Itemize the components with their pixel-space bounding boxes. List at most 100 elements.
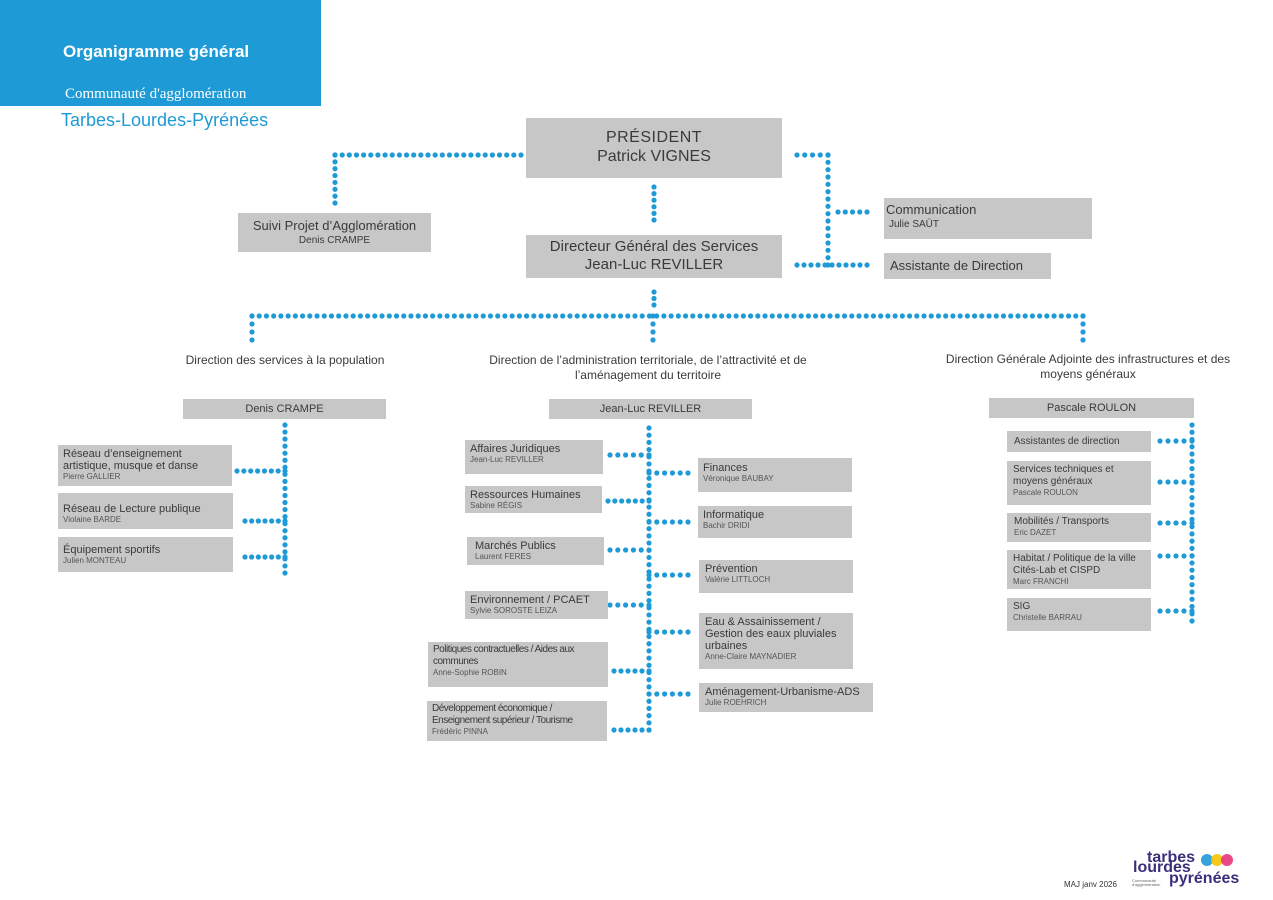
connector-dot — [650, 313, 656, 319]
connector-dot — [607, 547, 613, 553]
connector-dot — [825, 181, 831, 187]
connector-dot — [623, 547, 629, 553]
connector-dot — [638, 602, 644, 608]
connector-dot — [646, 540, 652, 546]
connector-dot — [1157, 438, 1163, 444]
connector-dot — [574, 313, 580, 319]
connector-dot — [668, 313, 674, 319]
connector-dot — [282, 457, 288, 463]
unit-affaires-juridiques: Affaires Juridiques Jean-Luc REVILLER — [465, 440, 603, 474]
connector-dot — [1044, 313, 1050, 319]
unit-name: Valérie LITTLOCH — [705, 575, 771, 584]
suivi-name: Denis CRAMPE — [298, 235, 371, 246]
connector-dot — [249, 313, 255, 319]
connector-dot — [1165, 438, 1171, 444]
connector-dot — [646, 583, 652, 589]
connector-dot — [282, 518, 288, 524]
connector-dot — [669, 691, 676, 697]
connector-dot — [1181, 479, 1187, 485]
connector-dot — [646, 504, 652, 510]
connector-dot — [638, 452, 644, 458]
connector-dot — [646, 482, 652, 489]
connector-dot — [1189, 429, 1195, 435]
connector-dot — [603, 313, 609, 319]
connector-dot — [646, 526, 652, 532]
connector-dot — [241, 468, 247, 474]
connector-dot — [646, 425, 652, 431]
update-date: MAJ janv 2026 — [1064, 880, 1117, 889]
connector-dot — [411, 152, 417, 158]
connector-dot — [646, 446, 652, 453]
unit-name: Pierre GALLIER — [63, 472, 121, 481]
connector-dot — [906, 313, 913, 319]
connector-dot — [454, 152, 460, 158]
connector-dot — [791, 313, 797, 319]
connector-dot — [1008, 313, 1014, 319]
connector-dot — [357, 313, 363, 319]
assistante-direction-box: Assistante de Direction — [884, 253, 1051, 279]
connector-dot — [784, 313, 790, 319]
connector-dot — [651, 295, 657, 302]
connector-dot — [685, 470, 691, 476]
connector-dot — [268, 468, 274, 474]
connector-dot — [914, 313, 920, 319]
connector-dot — [986, 313, 992, 319]
unit-title: SIG — [1013, 601, 1031, 612]
connector-dot — [843, 262, 849, 268]
unit-title: Finances — [703, 462, 748, 474]
communication-name: Julie SAÜT — [889, 219, 940, 230]
unit-title: Prévention — [705, 563, 758, 575]
connector-dot — [820, 313, 826, 319]
connector-dot — [899, 313, 905, 319]
connector-dot — [651, 210, 657, 216]
connector-dot — [332, 152, 338, 158]
connector-dot — [1080, 313, 1086, 319]
connector-dot — [654, 629, 660, 635]
connector-dot — [282, 499, 288, 506]
connector-dot — [332, 186, 338, 192]
connector-dot — [651, 191, 657, 197]
connector-dot — [415, 313, 421, 319]
connector-dot — [560, 313, 566, 319]
connector-dot — [921, 313, 927, 319]
connector-dot — [719, 313, 725, 319]
connector-dot — [662, 629, 668, 635]
connector-dot — [1189, 438, 1195, 444]
connector-dot — [646, 705, 652, 712]
connector-dot — [825, 225, 831, 231]
connector-dot — [502, 313, 508, 319]
connector-dot — [675, 313, 681, 319]
connector-dot — [650, 321, 656, 327]
connector-dot — [1189, 589, 1195, 595]
connector-dot — [646, 629, 652, 635]
connector-dot — [1022, 313, 1028, 319]
connector-dot — [935, 313, 942, 319]
connector-dot — [669, 470, 676, 476]
connector-dot — [646, 498, 652, 504]
suivi-title: Suivi Projet d’Agglomération — [252, 218, 417, 233]
connector-dot — [1173, 608, 1179, 614]
connector-dot — [271, 313, 277, 319]
connector-dot — [332, 193, 338, 199]
connector-dot — [1157, 479, 1163, 485]
connector-dot — [841, 313, 848, 319]
logo-dot-blue — [1201, 854, 1213, 866]
title-banner — [0, 0, 321, 106]
connector-dot — [451, 313, 457, 319]
connector-dot — [615, 452, 621, 458]
connector-dot — [651, 184, 657, 190]
connector-dot — [396, 152, 402, 158]
unit-title: Équipement sportifs — [63, 544, 161, 556]
connector-dot — [813, 313, 819, 319]
logo-word-lourdes: lourdes — [1133, 859, 1191, 876]
connector-dot — [809, 152, 816, 158]
connector-dot — [878, 313, 884, 319]
connector-dot — [1037, 313, 1043, 319]
connector-dot — [389, 152, 395, 158]
unit-title: Informatique — [703, 509, 765, 521]
dgs-title: Directeur Général des Services — [549, 238, 759, 255]
connector-dot — [646, 727, 652, 733]
connector-dot — [650, 337, 656, 343]
connector-dot — [646, 720, 652, 726]
president-name: Patrick VIGNES — [597, 148, 711, 165]
